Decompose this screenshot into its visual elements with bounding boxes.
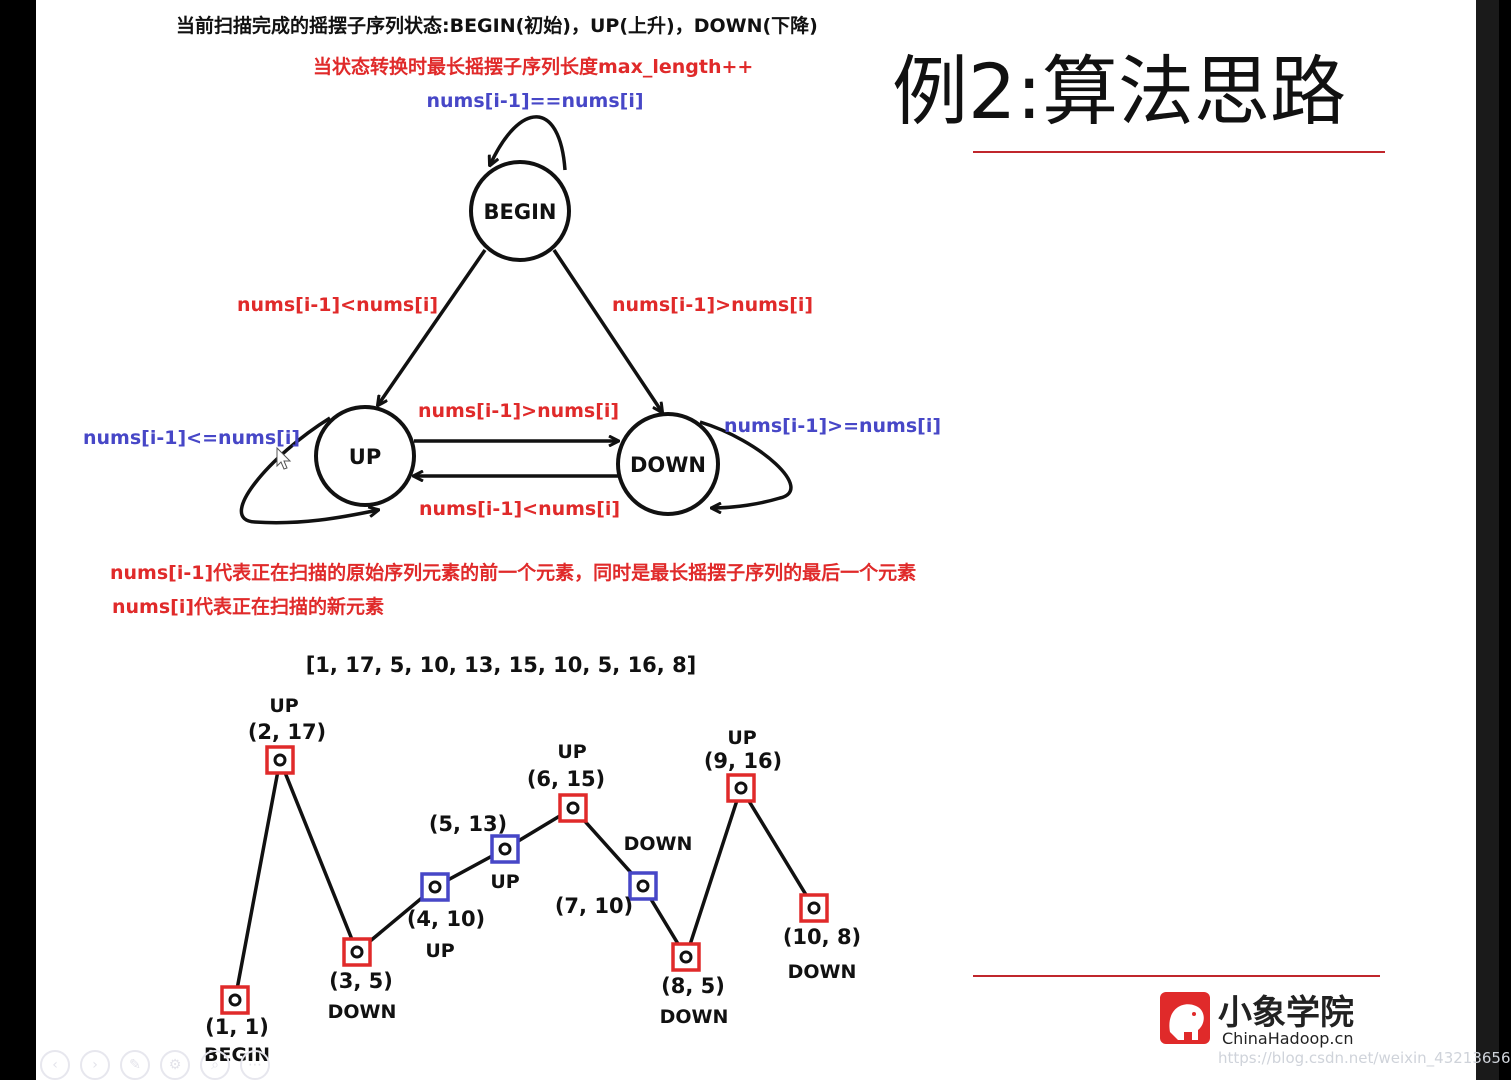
plot-line [233,753,816,1001]
point-dot [679,950,693,964]
state-down-label: DOWN [630,453,706,477]
point-coord-label: (10, 8) [783,925,861,949]
mouse-cursor-icon [276,446,292,470]
point-dot [428,880,442,894]
arrow-down-self [699,420,793,508]
point-marker [726,773,756,803]
logo-cn-text: 小象学院 [1218,993,1354,1033]
arrow-begin-self [490,115,567,171]
point-dot [734,781,748,795]
slide [36,0,1476,1080]
label-begin-to-down: nums[i-1]>nums[i] [612,294,813,316]
point-marker [265,745,295,775]
point-state-label: DOWN [624,833,693,855]
label-down-self: nums[i-1]>=nums[i] [724,415,941,437]
pen-icon[interactable]: ✎ [120,1050,150,1080]
settings-icon[interactable]: ⚙ [160,1050,190,1080]
elephant-logo-icon [1160,992,1210,1044]
slide-title: 例2:算法思路 [892,47,1346,136]
state-begin-label: BEGIN [484,200,557,224]
arrow-begin-to-up [378,249,487,405]
point-dot [273,753,287,767]
point-state-label: UP [425,940,454,962]
point-dot [228,993,242,1007]
point-state-label: UP [557,741,586,763]
point-coord-label: (4, 10) [407,907,485,931]
point-marker [420,872,450,902]
increment-rule: 当状态转换时最长摇摆子序列长度max_length++ [313,55,753,78]
point-coord-label: (3, 5) [329,969,393,993]
point-state-label: DOWN [660,1006,729,1028]
logo-en-text: ChinaHadoop.cn [1222,1029,1353,1048]
point-state-label: UP [490,871,519,893]
point-dot [566,801,580,815]
point-marker [220,985,250,1015]
note-prev-element: nums[i-1]代表正在扫描的原始序列元素的前一个元素，同时是最长摇摆子序列的… [110,561,916,584]
state-down [616,412,720,516]
point-coord-label: (7, 10) [555,894,633,918]
point-coord-label: (6, 15) [527,767,605,791]
state-up-label: UP [349,445,381,469]
point-dot [636,879,650,893]
zoom-icon[interactable]: ⌕ [200,1050,230,1080]
point-coord-label: (8, 5) [661,974,725,998]
player-toolbar: ‹ › ✎ ⚙ ⌕ ⋯ [40,1050,270,1080]
point-dot [350,945,364,959]
label-up-to-down: nums[i-1]>nums[i] [418,400,619,422]
point-marker [671,942,701,972]
point-dot [498,842,512,856]
point-state-label: UP [269,695,298,717]
watermark: https://blog.csdn.net/weixin_43213656 [1218,1049,1511,1067]
point-coord-label: (1, 1) [205,1015,269,1039]
label-down-to-up: nums[i-1]<nums[i] [419,498,620,520]
state-up [314,405,416,507]
point-coord-label: (9, 16) [704,749,782,773]
point-coord-label: (5, 13) [429,812,507,836]
label-up-self: nums[i-1]<=nums[i] [83,427,300,449]
point-dot [807,901,821,915]
window-border [1476,0,1499,1080]
state-begin [469,160,571,262]
point-marker [628,871,658,901]
point-marker [799,893,829,923]
point-state-label: DOWN [328,1001,397,1023]
note-current-element: nums[i]代表正在扫描的新元素 [112,595,384,618]
point-marker [490,834,520,864]
label-begin-to-up: nums[i-1]<nums[i] [237,294,438,316]
point-state-label: UP [727,727,756,749]
sequence-label: [1, 17, 5, 10, 13, 15, 10, 5, 16, 8] [306,653,697,677]
arrow-begin-to-down [552,249,662,412]
point-marker [342,937,372,967]
wiggle-plot: (1, 1)BEGIN(2, 17)UP(3, 5)DOWN(4, 10)UP(… [204,695,861,1066]
point-coord-label: (2, 17) [248,720,326,744]
next-icon[interactable]: › [80,1050,110,1080]
states-description: 当前扫描完成的摇摆子序列状态:BEGIN(初始)，UP(上升)，DOWN(下降) [176,14,818,37]
label-begin-self: nums[i-1]==nums[i] [426,90,643,112]
point-marker [558,793,588,823]
prev-icon[interactable]: ‹ [40,1050,70,1080]
point-state-label: DOWN [788,961,857,983]
menu-icon[interactable]: ⋯ [240,1050,270,1080]
